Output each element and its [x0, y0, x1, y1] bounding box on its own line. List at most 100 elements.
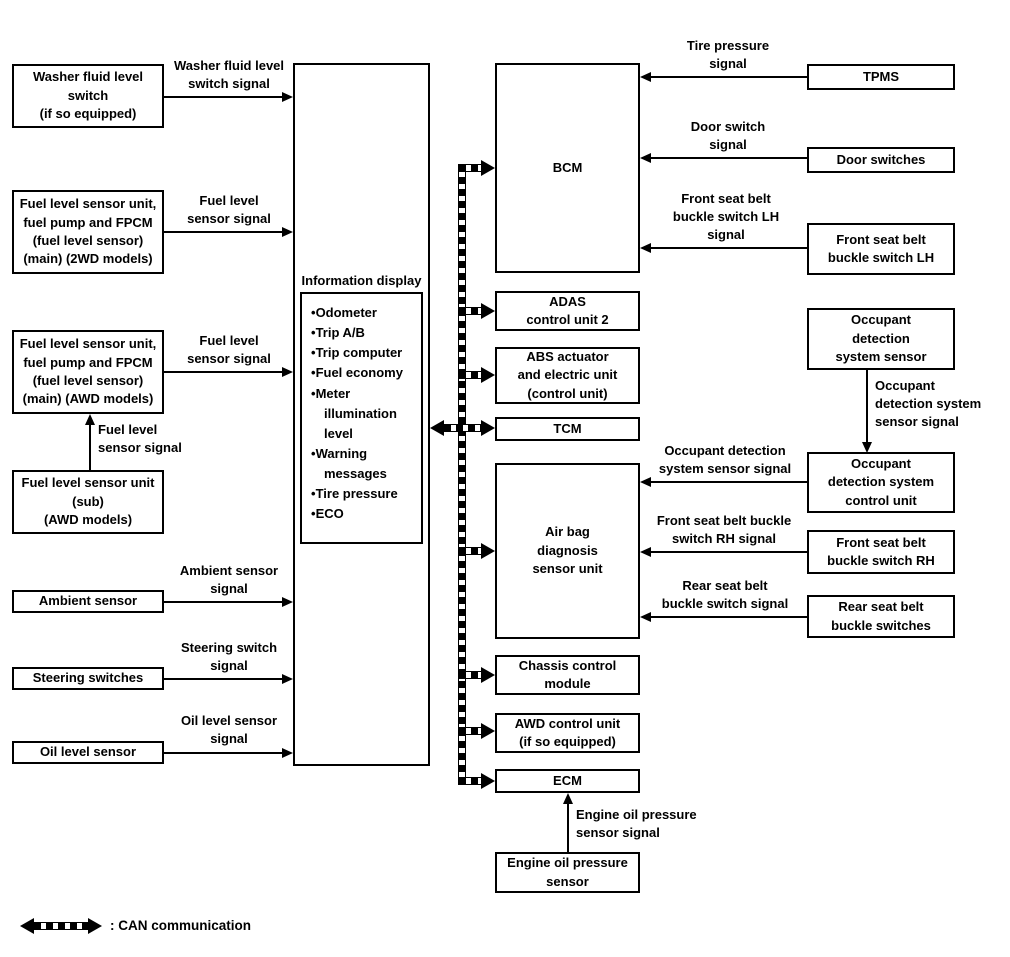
arrow-fuel-sub-line — [89, 424, 91, 470]
signal-label-fsb-rh: Front seat belt buckle switch RH signal — [656, 513, 792, 546]
node-fuel-level-sensor-main-awd: Fuel level sensor unit, fuel pump and FP… — [12, 330, 164, 414]
can-branch-awd-line — [458, 727, 482, 735]
can-legend-right-head — [88, 918, 102, 934]
info-item-trip-computer: Trip computer — [311, 343, 419, 363]
signal-label-ambient: Ambient sensor signal — [179, 563, 279, 596]
arrow-ambient-line — [164, 601, 282, 603]
arrow-door-line — [651, 157, 807, 159]
node-door-switches: Door switches — [807, 147, 955, 173]
info-item-trip-ab: Trip A/B — [311, 323, 419, 343]
node-bcm: BCM — [495, 63, 640, 273]
arrow-engine-oil-line — [567, 803, 569, 852]
arrow-steering-head — [282, 674, 293, 684]
signal-label-fuel-awd: Fuel level sensor signal — [187, 333, 271, 366]
info-item-eco: ECO — [311, 504, 419, 524]
arrow-engine-oil-head — [563, 793, 573, 804]
signal-label-fuel-sub: Fuel level sensor signal — [98, 422, 182, 455]
can-branch-ecm-line — [458, 777, 482, 785]
signal-label-door-switch: Door switch signal — [690, 119, 766, 152]
can-branch-ecm-head — [481, 773, 495, 789]
can-branch-bcm-line — [458, 164, 482, 172]
node-occupant-detection-system-control-unit: Occupant detection system control unit — [807, 452, 955, 513]
can-branch-awd-head — [481, 723, 495, 739]
can-bus-vertical — [458, 164, 466, 785]
arrow-steering-line — [164, 678, 282, 680]
arrow-fuel-awd-head — [282, 367, 293, 377]
arrow-fuel-awd-line — [164, 371, 282, 373]
signal-label-rsb: Rear seat belt buckle switch signal — [661, 578, 789, 611]
signal-label-engine-oil: Engine oil pressure sensor signal — [576, 807, 697, 840]
node-engine-oil-pressure-sensor: Engine oil pressure sensor — [495, 852, 640, 893]
info-display-content-box: Odometer Trip A/B Trip computer Fuel eco… — [300, 292, 423, 544]
can-legend-label: : CAN communication — [110, 918, 252, 933]
info-item-warning-messages: Warning messages — [311, 444, 419, 484]
can-branch-chassis-line — [458, 671, 482, 679]
node-oil-level-sensor: Oil level sensor — [12, 741, 164, 764]
arrow-washer-line — [164, 96, 282, 98]
node-adas-control-unit-2: ADAS control unit 2 — [495, 291, 640, 331]
node-washer-fluid-level-switch: Washer fluid level switch (if so equippe… — [12, 64, 164, 128]
node-tpms: TPMS — [807, 64, 955, 90]
info-item-odometer: Odometer — [311, 303, 419, 323]
node-awd-control-unit: AWD control unit (if so equipped) — [495, 713, 640, 753]
node-steering-switches: Steering switches — [12, 667, 164, 690]
arrow-tpms-line — [651, 76, 807, 78]
node-front-seat-belt-buckle-switch-rh: Front seat belt buckle switch RH — [807, 530, 955, 574]
can-branch-airbag-line — [458, 547, 482, 555]
signal-label-oil: Oil level sensor signal — [180, 713, 278, 746]
node-fuel-level-sensor-sub: Fuel level sensor unit (sub) (AWD models… — [12, 470, 164, 534]
can-branch-abs-line — [458, 371, 482, 379]
arrow-oil-head — [282, 748, 293, 758]
node-ecm: ECM — [495, 769, 640, 793]
arrow-ambient-head — [282, 597, 293, 607]
node-chassis-control-module: Chassis control module — [495, 655, 640, 695]
signal-label-ods-horizontal: Occupant detection system sensor signal — [658, 443, 792, 476]
info-display-list: Odometer Trip A/B Trip computer Fuel eco… — [302, 294, 421, 525]
node-rear-seat-belt-buckle-switches: Rear seat belt buckle switches — [807, 595, 955, 638]
node-fuel-level-sensor-main-2wd: Fuel level sensor unit, fuel pump and FP… — [12, 190, 164, 274]
info-display-title: Information display — [301, 273, 422, 288]
can-branch-bcm-head — [481, 160, 495, 176]
signal-label-fuel-2wd: Fuel level sensor signal — [187, 193, 271, 226]
arrow-oil-line — [164, 752, 282, 754]
can-branch-chassis-head — [481, 667, 495, 683]
arrow-tpms-head — [640, 72, 651, 82]
info-item-tire-pressure: Tire pressure — [311, 484, 419, 504]
can-branch-airbag-head — [481, 543, 495, 559]
signal-label-ods-vertical: Occupant detection system sensor signal — [875, 378, 982, 429]
node-abs-actuator: ABS actuator and electric unit (control … — [495, 347, 640, 404]
can-legend-left-head — [20, 918, 34, 934]
can-branch-adas-line — [458, 307, 482, 315]
can-branch-tcm-head — [481, 420, 495, 436]
node-airbag-diagnosis-sensor-unit: Air bag diagnosis sensor unit — [495, 463, 640, 639]
arrow-fsb-rh-head — [640, 547, 651, 557]
arrow-fsb-lh-line — [651, 247, 807, 249]
arrow-ods-horizontal-line — [651, 481, 807, 483]
info-item-meter-illumination: Meter illumination level — [311, 384, 419, 444]
arrow-fuel-2wd-head — [282, 227, 293, 237]
can-branch-tcm-line — [443, 424, 482, 432]
node-occupant-detection-system-sensor: Occupant detection system sensor — [807, 308, 955, 370]
signal-label-washer: Washer fluid level switch signal — [173, 58, 285, 91]
arrow-ods-horizontal-head — [640, 477, 651, 487]
arrow-door-head — [640, 153, 651, 163]
arrow-rsb-head — [640, 612, 651, 622]
arrow-fsb-rh-line — [651, 551, 807, 553]
can-legend-line — [33, 922, 89, 930]
arrow-ods-vertical-head — [862, 442, 872, 453]
arrow-fuel-sub-head — [85, 414, 95, 425]
signal-label-steering: Steering switch signal — [180, 640, 278, 673]
node-tcm: TCM — [495, 417, 640, 441]
arrow-fuel-2wd-line — [164, 231, 282, 233]
can-branch-info-display-head — [430, 420, 444, 436]
arrow-ods-vertical-line — [866, 370, 868, 444]
signal-label-fsb-lh: Front seat belt buckle switch LH signal — [672, 191, 780, 242]
can-branch-abs-head — [481, 367, 495, 383]
signal-label-tire-pressure: Tire pressure signal — [686, 38, 770, 71]
node-ambient-sensor: Ambient sensor — [12, 590, 164, 613]
arrow-washer-head — [282, 92, 293, 102]
can-branch-adas-head — [481, 303, 495, 319]
node-front-seat-belt-buckle-switch-lh: Front seat belt buckle switch LH — [807, 223, 955, 275]
arrow-fsb-lh-head — [640, 243, 651, 253]
info-item-fuel-economy: Fuel economy — [311, 363, 419, 383]
